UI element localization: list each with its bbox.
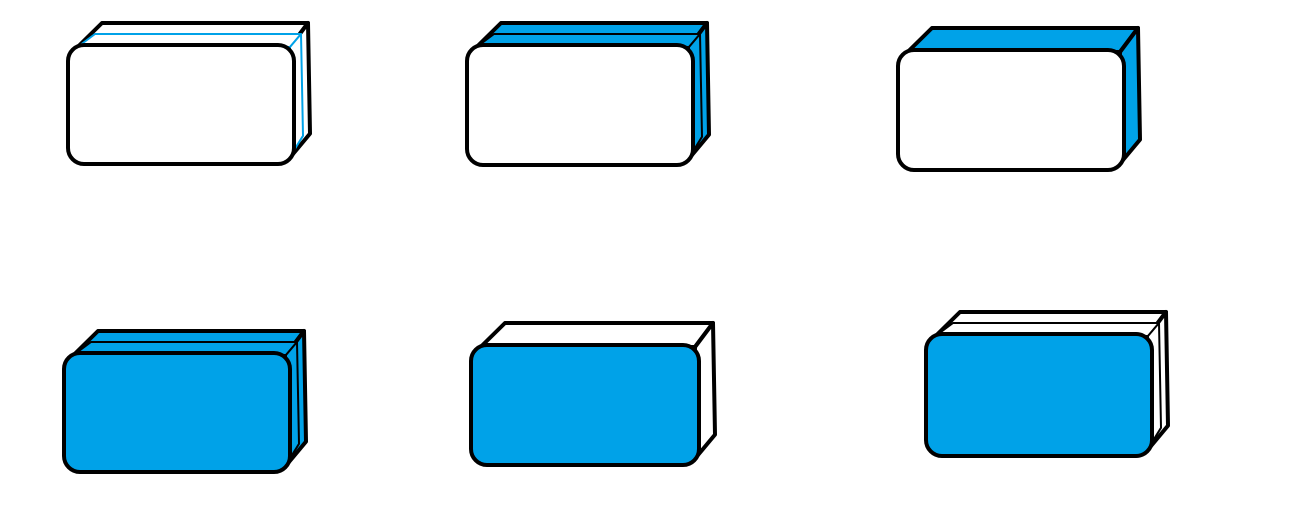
card-front-face [62,351,292,474]
card-4 [62,329,308,474]
card-front-face [896,48,1126,172]
card-1 [66,21,312,166]
cards-layer [62,21,1170,474]
card-2 [465,21,711,167]
card-5 [469,321,717,467]
card-front-face [66,43,296,166]
card-front-face [924,332,1154,458]
card-front-face [465,43,695,167]
card-3 [896,26,1142,172]
card-front-face [469,343,701,467]
card-6 [924,310,1170,458]
